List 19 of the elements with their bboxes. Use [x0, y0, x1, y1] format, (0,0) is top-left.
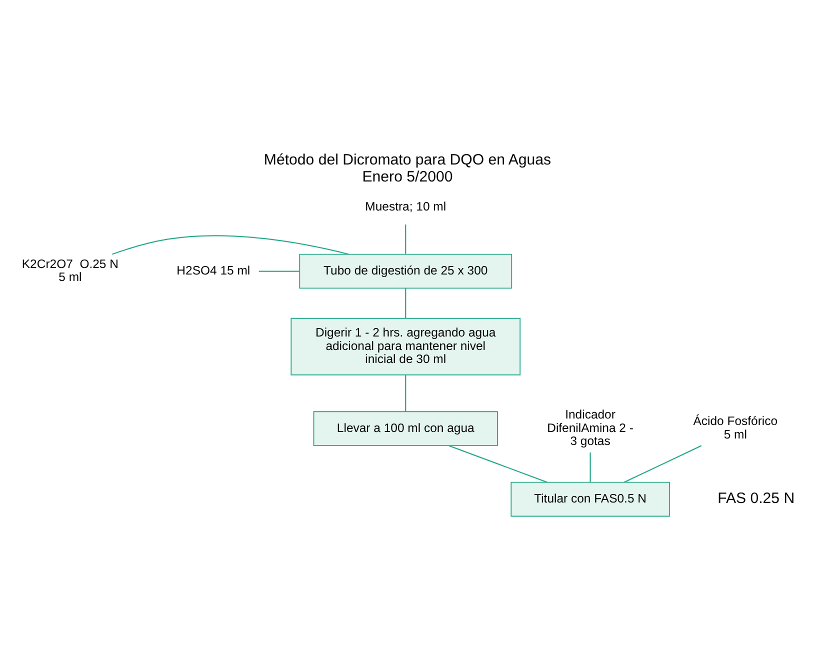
connector	[112, 235, 349, 255]
connector	[258, 270, 300, 272]
label: FAS 0.25 N	[718, 490, 795, 507]
node-box: Titular con FAS0.5 N	[510, 482, 670, 517]
connector	[405, 224, 406, 254]
connector	[624, 445, 702, 483]
connector	[590, 452, 591, 482]
node-text: Indicador DifenilAmina 2 - 3 gotas	[547, 408, 634, 448]
node-text: K2Cr2O7 O.25 N 5 ml	[22, 256, 118, 284]
node-text: Ácido Fosfórico 5 ml	[693, 414, 778, 442]
diagram-title: Método del Dicromato para DQO en Aguas Enero 5/2000	[264, 152, 552, 186]
node-box: Tubo de digestión de 25 x 300	[299, 254, 512, 289]
connector	[448, 445, 548, 483]
node-text: H2SO4 15 ml	[176, 263, 250, 278]
node-box: Digerir 1 - 2 hrs. agregando agua adicional para mantener nivel inicial de 30 ml	[290, 318, 521, 376]
connector	[405, 375, 406, 412]
node-box: Llevar a 100 ml con agua	[313, 411, 498, 446]
node-text: Muestra; 10 ml	[365, 199, 446, 214]
connector	[405, 288, 406, 318]
